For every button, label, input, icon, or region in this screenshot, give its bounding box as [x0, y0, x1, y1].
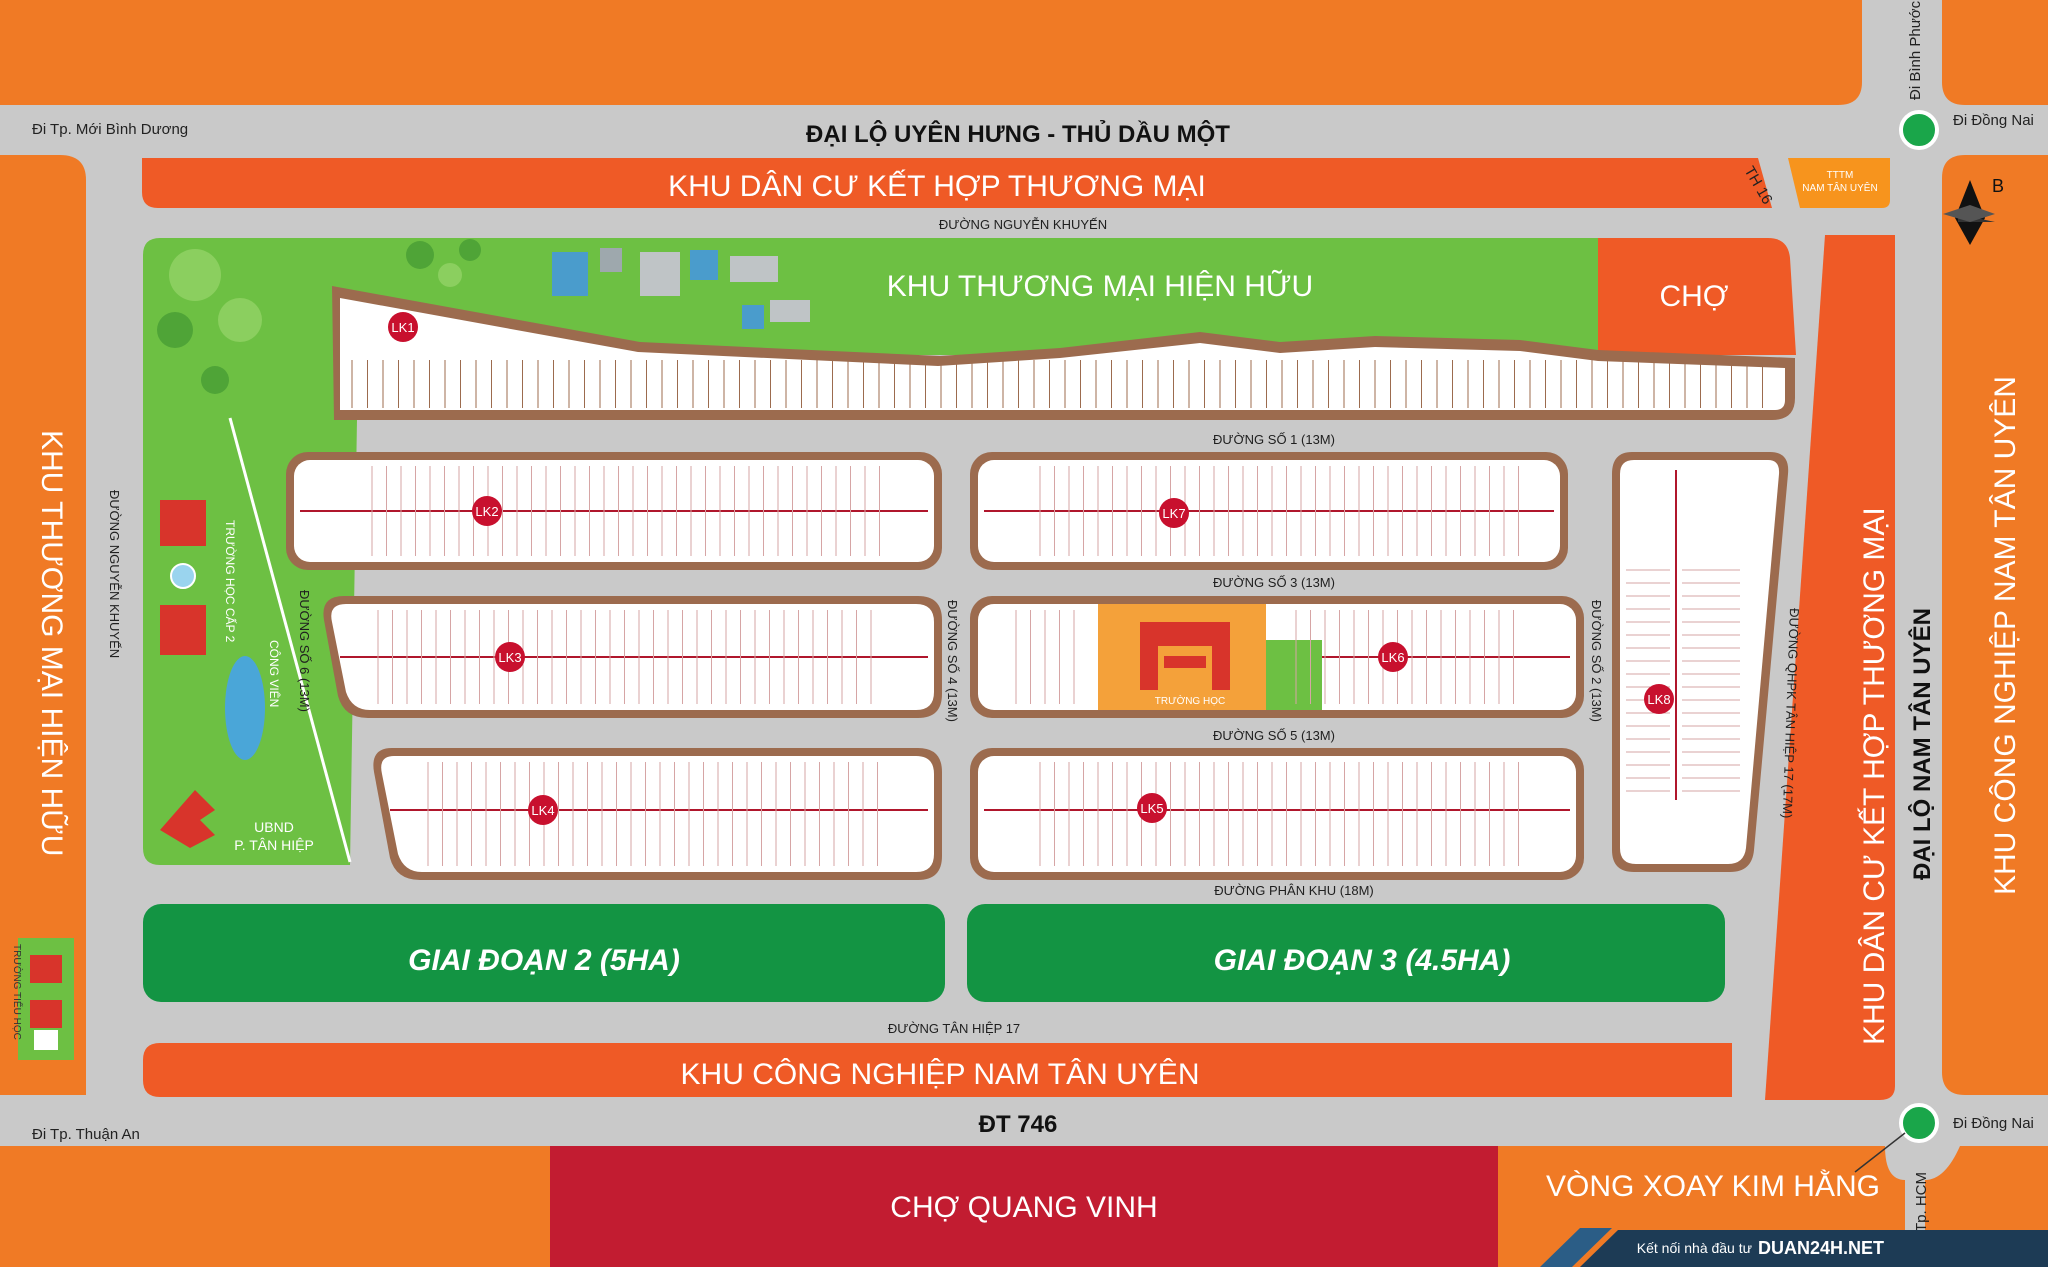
school-roof-1: [30, 955, 62, 983]
block-label-lk4: LK4: [531, 803, 554, 818]
block-marker-lk1: LK1: [388, 312, 418, 342]
park-pond: [225, 656, 265, 760]
zone-label-phase2: GIAI ĐOẠN 2 (5HA): [408, 944, 680, 977]
road-label-top-boulevard: ĐẠI LỘ UYÊN HƯNG - THỦ DẦU MỘT: [806, 119, 1230, 148]
block-lk5-lots: [978, 756, 1576, 872]
road-label-to-dong-nai-top: Đi Đồng Nai: [1953, 112, 2034, 129]
lower-industrial-zone: [143, 1043, 1732, 1097]
facility-label-middle-school: TRƯỜNG HỌC CẤP 2: [223, 520, 238, 643]
road-label-qhpk: ĐƯỜNG QHPK TÂN HIỆP 17 (17M): [1780, 608, 1802, 819]
road-label-road2: ĐƯỜNG SỐ 2 (13M): [1589, 600, 1604, 722]
ubnd-building: [160, 790, 215, 848]
zone-label-phase3: GIAI ĐOẠN 3 (4.5HA): [1214, 944, 1511, 977]
road-label-road3: ĐƯỜNG SỐ 3 (13M): [1213, 575, 1335, 590]
block-label-lk6: LK6: [1381, 650, 1404, 665]
block-marker-lk2: LK2: [472, 496, 502, 526]
right-residential-commerce-zone: [1765, 235, 1895, 1100]
footer-watermark: Kết nối nhà đầu tư DUAN24H.NET: [1540, 1228, 2048, 1267]
road-label-road1: ĐƯỜNG SỐ 1 (13M): [1213, 432, 1335, 447]
school-buildings: [1140, 622, 1230, 690]
road-label-nam-tan-uyen-blvd: ĐẠI LỘ NAM TÂN UYÊN: [1908, 608, 1936, 880]
roundabout-top: [1899, 110, 1939, 150]
zone-label-residential-commerce-right: KHU DÂN CƯ KẾT HỢP THƯƠNG MẠI: [1857, 507, 1891, 1045]
zone-label-industrial-bottom: KHU CÔNG NGHIỆP NAM TÂN UYÊN: [681, 1057, 1200, 1091]
phase3-zone: [967, 904, 1725, 1002]
road-label-nguyen-khuyen-left: ĐƯỜNG NGUYỄN KHUYẾN: [107, 490, 122, 658]
facility-label-primary-school: TRƯỜNG TIỂU HỌC: [11, 944, 24, 1040]
left-commerce-block: [0, 155, 86, 1095]
block-lk8-lots: [1620, 460, 1780, 864]
school-roof-2: [30, 1000, 62, 1028]
road-label-to-hcm: Tp. HCM: [1913, 1172, 1930, 1232]
road-label-road4: ĐƯỜNG SỐ 4 (13M): [945, 600, 960, 722]
block-lk1-lot-lines: [351, 360, 1763, 408]
road-label-to-thuan-an: Đi Tp. Thuận An: [32, 1126, 140, 1143]
zone-label-existing-commerce-left: KHU THƯƠNG MẠI HIỆN HỮU: [35, 430, 69, 856]
zone-label-industrial-right: KHU CÔNG NGHIỆP NAM TÂN UYÊN: [1988, 376, 2022, 895]
phase2-zone: [143, 904, 945, 1002]
footer-prefix: Kết nối nhà đầu tư: [1637, 1240, 1752, 1256]
park-trees: [157, 239, 481, 394]
block-marker-lk7: LK7: [1159, 498, 1189, 528]
road-label-to-binh-phuoc: Đi Bình Phước: [1907, 0, 1924, 100]
zone-label-tttm-line1: TTTM: [1827, 170, 1854, 181]
block-marker-lk6: LK6: [1378, 642, 1408, 672]
road-label-tan-hiep-17: ĐƯỜNG TÂN HIỆP 17: [888, 1021, 1020, 1036]
middle-school-buildings: [160, 500, 206, 655]
zone-label-kim-hang-roundabout: VÒNG XOAY KIM HẰNG: [1546, 1169, 1880, 1203]
roundabout-pointer: [1854, 1132, 1906, 1173]
zone-label-quang-vinh-market: CHỢ QUANG VINH: [890, 1191, 1157, 1224]
zone-label-existing-commerce-top: KHU THƯƠNG MẠI HIỆN HỮU: [887, 269, 1313, 303]
compass-rose: B: [1943, 176, 2004, 245]
footer-brand: DUAN24H.NET: [1758, 1238, 1884, 1258]
bottom-left-orange: [0, 1146, 550, 1267]
road-label-to-dong-nai-bottom: Đi Đồng Nai: [1953, 1115, 2034, 1132]
roundabout-bottom: [1899, 1103, 1939, 1143]
school-wall: [34, 1030, 58, 1050]
block-lk4-lots: [381, 756, 934, 872]
block-marker-lk4: LK4: [528, 795, 558, 825]
road-label-nguyen-khuyen-top: ĐƯỜNG NGUYỄN KHUYẾN: [939, 217, 1107, 232]
green-park-area: [143, 238, 1598, 865]
tttm-nam-tan-uyen-block: [1788, 158, 1890, 208]
zone-label-tttm-line2: NAM TÂN UYÊN: [1802, 181, 1877, 194]
facility-label-park: CÔNG VIÊN: [267, 640, 282, 707]
quang-vinh-market-block: [550, 1146, 1498, 1267]
block-label-lk8: LK8: [1647, 692, 1670, 707]
block-label-lk7: LK7: [1162, 506, 1185, 521]
facility-label-ubnd-line2: P. TÂN HIỆP: [234, 837, 314, 853]
facility-label-school-center: TRƯỜNG HỌC: [1155, 694, 1225, 707]
zone-label-residential-commerce-top: KHU DÂN CƯ KẾT HỢP THƯƠNG MẠI: [668, 169, 1206, 203]
block-label-lk5: LK5: [1140, 801, 1163, 816]
market-block: [1598, 238, 1796, 355]
right-industrial-block: [1942, 155, 2048, 1095]
top-orange-strip: [0, 0, 1862, 105]
school-yard: [1266, 640, 1322, 710]
top-residential-commerce-zone: [142, 158, 1772, 208]
road-label-dt746: ĐT 746: [979, 1111, 1058, 1138]
lot-divider-lines: [371, 466, 1740, 866]
zone-label-market: CHỢ: [1659, 280, 1728, 313]
existing-buildings: [552, 248, 810, 329]
top-right-orange-corner: [1942, 0, 2048, 105]
block-label-lk3: LK3: [498, 650, 521, 665]
facility-label-ubnd-line1: UBND: [254, 819, 294, 835]
block-label-lk1: LK1: [391, 320, 414, 335]
road-label-road5: ĐƯỜNG SỐ 5 (13M): [1213, 728, 1335, 743]
block-marker-lk3: LK3: [495, 642, 525, 672]
park-fence: [228, 417, 352, 863]
road-label-to-new-city: Đi Tp. Mới Bình Dương: [32, 121, 188, 138]
block-marker-lk5: LK5: [1137, 793, 1167, 823]
road-label-phan-khu: ĐƯỜNG PHÂN KHU (18M): [1214, 883, 1374, 898]
block-marker-lk8: LK8: [1644, 684, 1674, 714]
block-label-lk2: LK2: [475, 504, 498, 519]
compass-north-label: B: [1992, 176, 2004, 196]
block-lk1-lots: [340, 298, 1785, 410]
road-label-road6: ĐƯỜNG SỐ 6 (13M): [297, 590, 312, 712]
